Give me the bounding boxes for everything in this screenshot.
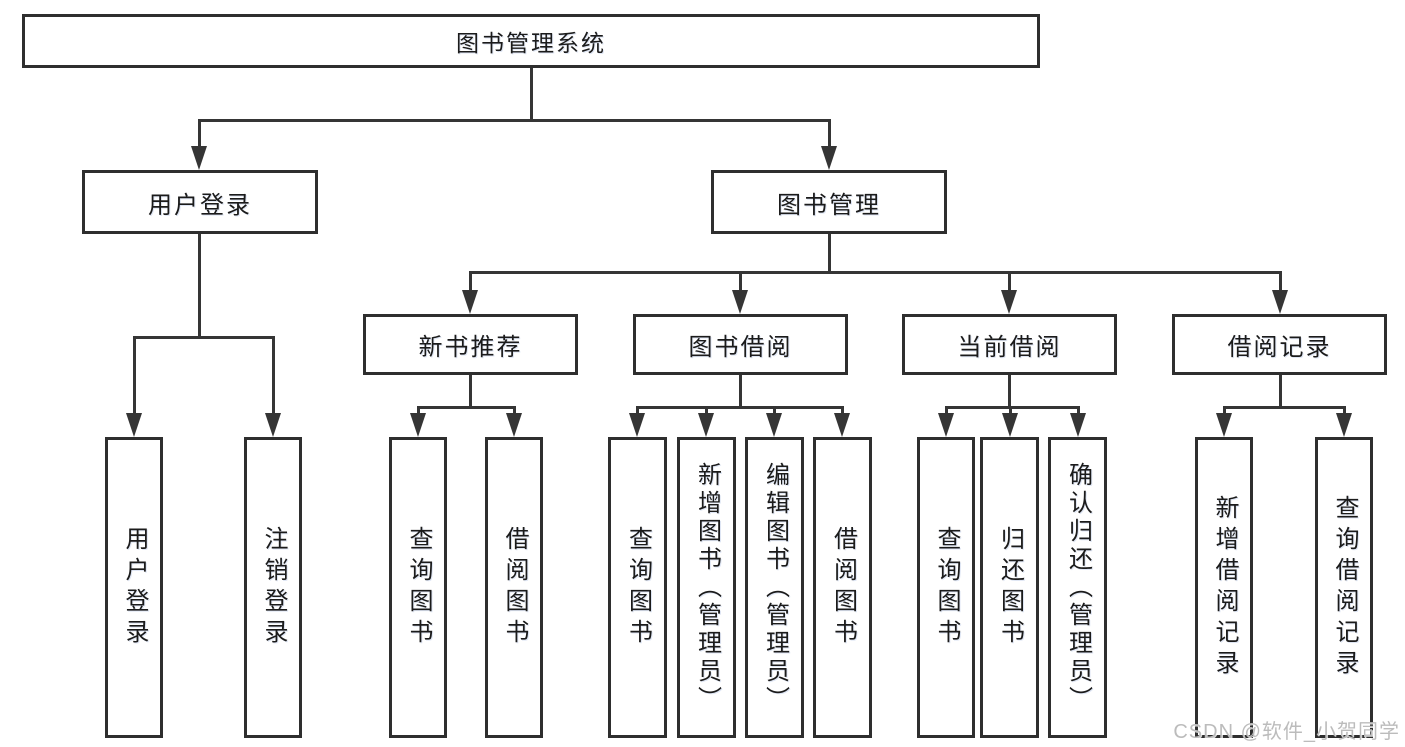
connector-5-drop [1076,406,1080,415]
connector-6-stem [1278,375,1282,409]
connector-6-drop [1222,406,1226,415]
csdn-watermark: CSDN @软件_小贺同学 [1173,721,1400,743]
connector-2-rail [468,271,1282,274]
node-label: 编辑图书（管理员） [761,461,789,714]
node-label: 图书管理系统 [456,30,606,56]
arrow-down-icon [938,413,954,437]
node-label: 当前借阅 [957,334,1062,361]
node-book-mgmt: 图书管理 [711,170,947,234]
node-bb-add: 新增图书（管理员） [677,437,736,738]
node-label: 查询借阅记录 [1331,494,1358,681]
connector-2-drop [738,271,742,292]
connector-1-stem [197,234,201,339]
node-label: 注销登录 [260,525,287,650]
connector-5-drop [1008,406,1012,415]
node-br-query: 查询借阅记录 [1315,437,1373,738]
arrow-down-icon [821,146,837,170]
node-rec-borrow: 借阅图书 [485,437,543,738]
node-br-add: 新增借阅记录 [1195,437,1253,738]
node-label: 新增借阅记录 [1211,494,1238,681]
arrow-down-icon [410,413,426,437]
connector-4-rail [635,406,844,409]
connector-0-stem [529,68,533,122]
connector-3-drop [512,406,516,415]
node-label: 用户登录 [148,191,252,219]
node-label: 新增图书（管理员） [693,461,721,714]
node-label: 归还图书 [996,525,1024,650]
node-bb-edit: 编辑图书（管理员） [745,437,804,738]
arrow-down-icon [506,413,522,437]
connector-4-drop [635,406,639,415]
arrow-down-icon [191,146,207,170]
node-new-book-rec: 新书推荐 [363,314,578,375]
node-label: 借阅图书 [501,525,528,650]
node-label: 查询图书 [933,525,960,650]
node-cb-return: 归还图书 [980,437,1039,738]
connector-1-rail [132,336,275,339]
connector-5-stem [1007,375,1011,409]
arrow-down-icon [1001,290,1017,314]
arrow-down-icon [265,413,281,437]
arrow-down-icon [698,413,714,437]
connector-4-drop [840,406,844,415]
arrow-down-icon [766,413,782,437]
connector-6-rail [1222,406,1346,409]
node-label: 查询图书 [624,525,652,650]
connector-2-drop [468,271,472,292]
arrow-down-icon [462,290,478,314]
node-label: 借阅记录 [1227,334,1332,361]
arrow-down-icon [1216,413,1232,437]
node-label: 借阅图书 [829,525,857,650]
arrow-down-icon [834,413,850,437]
connector-6-drop [1342,406,1346,415]
node-label: 新书推荐 [418,334,523,361]
connector-5-drop [944,406,948,415]
node-logout-leaf: 注销登录 [244,437,302,738]
node-label: 用户登录 [121,525,148,650]
connector-1-drop [132,336,136,415]
node-book-borrow: 图书借阅 [633,314,848,375]
node-label: 查询图书 [405,525,432,650]
arrow-down-icon [1336,413,1352,437]
connector-4-drop [772,406,776,415]
arrow-down-icon [126,413,142,437]
connector-2-stem [827,234,831,274]
node-current-borrow: 当前借阅 [902,314,1117,375]
node-borrow-record: 借阅记录 [1172,314,1387,375]
node-cb-query: 查询图书 [917,437,975,738]
node-label: 图书借阅 [688,334,793,361]
node-label: 确认归还（管理员） [1064,461,1092,714]
node-bb-borrow: 借阅图书 [813,437,872,738]
connector-1-drop [271,336,275,415]
connector-3-rail [416,406,516,409]
arrow-down-icon [732,290,748,314]
connector-5-rail [944,406,1080,409]
connector-3-stem [468,375,472,409]
connector-4-stem [738,375,742,409]
arrow-down-icon [1070,413,1086,437]
node-user-login: 用户登录 [82,170,318,234]
connector-0-rail [197,119,831,122]
node-login-leaf: 用户登录 [105,437,163,738]
node-label: 图书管理 [777,191,881,219]
node-rec-query: 查询图书 [389,437,447,738]
connector-2-drop [1007,271,1011,292]
arrow-down-icon [629,413,645,437]
node-cb-confirm: 确认归还（管理员） [1048,437,1107,738]
connector-0-drop [197,119,201,148]
connector-0-drop [827,119,831,148]
node-root: 图书管理系统 [22,14,1040,68]
node-bb-query: 查询图书 [608,437,667,738]
connector-2-drop [1278,271,1282,292]
arrow-down-icon [1272,290,1288,314]
arrow-down-icon [1002,413,1018,437]
connector-3-drop [416,406,420,415]
connector-4-drop [704,406,708,415]
